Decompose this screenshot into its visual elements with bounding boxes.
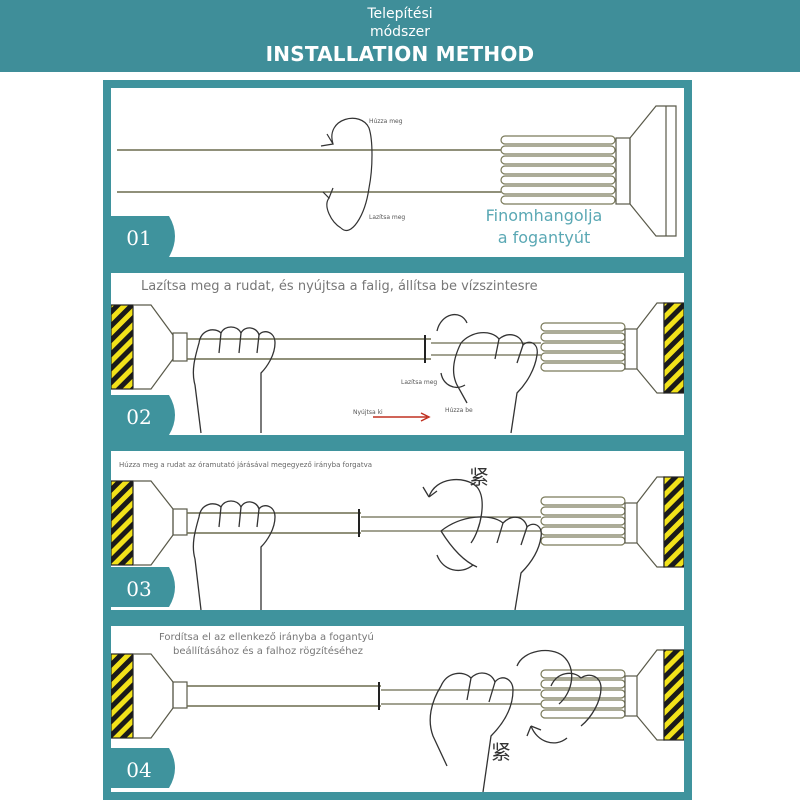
- step-panel-03: Húzza meg a rudat az óramutató járásával…: [103, 443, 692, 618]
- step-02-extend-label: Nyújtsa ki: [353, 409, 383, 416]
- step-03-illustration: [111, 476, 684, 610]
- step-01-pull-label: Húzza meg: [369, 118, 403, 125]
- step-02-loosen-label: Lazítsa meg: [401, 379, 438, 386]
- step-number-01: 01: [126, 226, 152, 250]
- step-number-02: 02: [126, 405, 152, 429]
- step-panel-02-inner: Lazítsa meg a rudat, és nyújtsa a falig,…: [111, 273, 684, 435]
- step-panel-04: Fordítsa el az ellenkező irányba a fogan…: [103, 618, 692, 800]
- step-number-04: 04: [126, 758, 152, 782]
- step-panel-03-inner: Húzza meg a rudat az óramutató járásával…: [111, 451, 684, 610]
- step-04-illustration: [111, 649, 684, 792]
- step-panel-01-inner: Húzza meg Lazítsa meg Finomhangolja a fo…: [111, 88, 684, 257]
- step-01-fine-tune-line2: a fogantyút: [497, 228, 591, 247]
- step-number-03: 03: [126, 577, 152, 601]
- step-panel-01: Húzza meg Lazítsa meg Finomhangolja a fo…: [103, 80, 692, 265]
- header-title: INSTALLATION METHOD: [265, 42, 535, 66]
- header-subtitle-line2: módszer: [369, 24, 431, 40]
- step-panel-04-inner: Fordítsa el az ellenkező irányba a fogan…: [111, 626, 684, 792]
- step-03-caption: Húzza meg a rudat az óramutató járásával…: [119, 461, 373, 469]
- header-subtitle-line1: Telepítési: [367, 6, 433, 22]
- step-03-tight-label: 紧: [469, 465, 489, 489]
- step-panel-02: Lazítsa meg a rudat, és nyújtsa a falig,…: [103, 265, 692, 443]
- step-01-fine-tune-line1: Finomhangolja: [485, 206, 603, 225]
- step-04-caption-line2: beállításához és a falhoz rögzítéséhez: [173, 646, 363, 657]
- step-02-pull-in-label: Húzza be: [445, 407, 473, 414]
- step-02-illustration: [111, 302, 684, 435]
- step-04-caption-line1: Fordítsa el az ellenkező irányba a fogan…: [159, 632, 374, 643]
- step-02-caption: Lazítsa meg a rudat, és nyújtsa a falig,…: [141, 279, 538, 294]
- step-04-tight-label: 紧: [491, 740, 511, 764]
- step-01-loosen-label: Lazítsa meg: [369, 214, 406, 221]
- step-01-illustration: [111, 105, 677, 257]
- page-header: Telepítési módszer INSTALLATION METHOD: [0, 0, 800, 72]
